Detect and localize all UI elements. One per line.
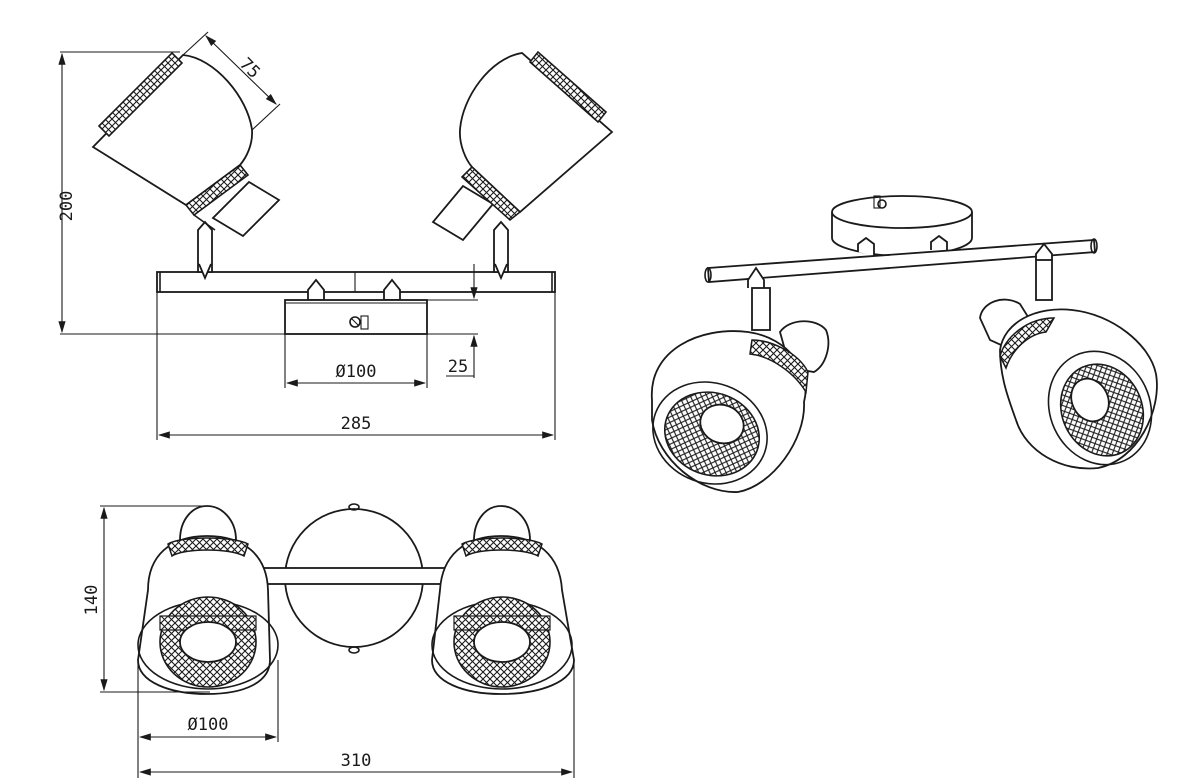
dim-bottom-height: 140 [82, 585, 102, 616]
bottom-view: 140 Ø100 310 [82, 503, 575, 778]
perspective-view [651, 195, 1158, 493]
dim-shade-diameter-bottom: Ø100 [188, 715, 229, 735]
front-view: 200 75 Ø100 25 285 [57, 31, 614, 440]
front-right-lamp [431, 50, 614, 281]
persp-left-lamp [651, 266, 830, 493]
dim-canopy-height: 25 [448, 357, 468, 377]
front-right-stem-bracket [431, 184, 495, 242]
dim-front-width: 285 [341, 414, 372, 434]
bottom-left-lamp [137, 505, 279, 695]
dim-canopy-diameter-front: Ø100 [336, 362, 377, 382]
front-right-shade [459, 52, 614, 214]
persp-right-lamp [979, 242, 1158, 470]
dim-shade-width: 75 [235, 54, 264, 83]
front-bar [156, 271, 556, 293]
bottom-right-lamp [431, 505, 575, 695]
front-left-lamp [91, 51, 281, 281]
dim-front-height: 200 [57, 191, 77, 222]
front-left-stem-bracket [211, 180, 281, 238]
canopy-screw-icon [349, 316, 361, 328]
dim-bottom-width: 310 [341, 751, 372, 771]
bottom-bar [261, 567, 455, 585]
